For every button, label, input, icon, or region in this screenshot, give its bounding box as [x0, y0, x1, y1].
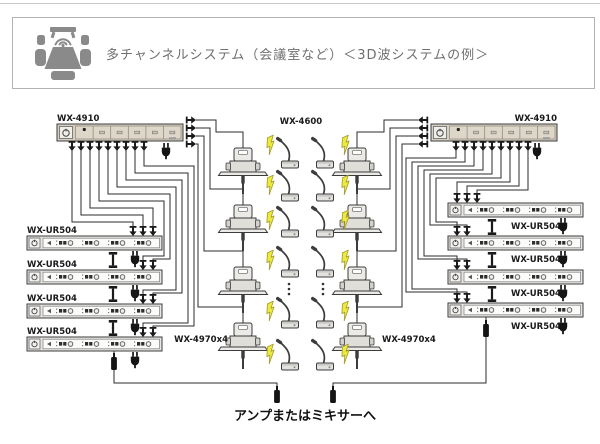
- cascade-connectors-left: [108, 252, 118, 336]
- cable: [417, 150, 475, 261]
- page-title: 多チャンネルシステム（会議室など）＜3D波システムの例＞: [106, 47, 490, 63]
- audio-plug-icon: [483, 320, 489, 337]
- audio-plug-icon: [274, 386, 280, 403]
- wireless-mic-icon: [276, 245, 301, 279]
- cable: [466, 150, 520, 194]
- power-plug-icon: [532, 143, 542, 160]
- lightning-bolt-icon: [337, 300, 356, 322]
- cable: [423, 150, 484, 261]
- cable: [356, 135, 418, 268]
- cable: [435, 150, 502, 227]
- wx-ur504-receiver-left-3: [26, 303, 163, 319]
- cable: [196, 135, 244, 268]
- receiver-cables-left: [71, 150, 195, 328]
- cable: [429, 150, 493, 227]
- audio-plug-icon: [330, 386, 336, 403]
- ceiling-antenna-icon: [218, 322, 268, 370]
- wireless-mic-icon: [311, 169, 336, 203]
- cable: [134, 150, 189, 328]
- cable: [356, 119, 418, 149]
- ceiling-antenna-icon: [332, 266, 382, 314]
- continuation-dots: [287, 282, 325, 296]
- lightning-bolt-icon: [262, 209, 281, 231]
- station-left-antenna-ports: [185, 116, 196, 148]
- wireless-mics-left-column: [276, 136, 301, 372]
- device-label: WX-UR504: [511, 289, 561, 299]
- cable: [143, 150, 195, 328]
- lightning-bolt-icon: [262, 174, 281, 196]
- output-destination-label: アンプまたはミキサーへ: [234, 409, 376, 424]
- wx-ur504-receiver-left-4: [26, 336, 163, 352]
- ceiling-antenna-icon: [332, 147, 382, 195]
- receiver-cables-right: [405, 150, 529, 294]
- antenna-group-label: WX-4970x4: [174, 335, 228, 345]
- wireless-mic-icon: [311, 245, 336, 279]
- wx-4910-station-left: [56, 123, 184, 142]
- wireless-mics-right-column: [311, 136, 336, 372]
- cascade-connectors-right: [487, 219, 497, 302]
- device-label: WX-UR504: [511, 322, 561, 332]
- cable: [98, 150, 165, 261]
- cable: [89, 150, 154, 227]
- wireless-mic-icon: [311, 296, 336, 330]
- mic-group-label: WX-4600: [280, 117, 323, 127]
- cable: [125, 150, 183, 295]
- cable: [476, 150, 529, 194]
- cable: [405, 150, 468, 294]
- ceiling-antenna-icon: [332, 322, 382, 370]
- ceiling-antenna-icon: [218, 204, 268, 252]
- wx-ur504-receiver-left-1: [26, 235, 163, 251]
- wireless-mic-icon: [311, 338, 336, 372]
- wireless-mic-icon: [276, 205, 301, 239]
- device-label: WX-4910: [57, 114, 100, 124]
- ceiling-antenna-icon: [332, 204, 382, 252]
- lightning-bolt-icon: [262, 300, 281, 322]
- cable: [356, 127, 418, 206]
- wireless-mic-icon: [311, 136, 336, 170]
- audio-output-cables: [113, 317, 487, 390]
- device-label: WX-UR504: [511, 255, 561, 265]
- wx-ur504-receiver-right-1: [447, 202, 584, 218]
- device-label: WX-UR504: [27, 327, 77, 337]
- wireless-mic-icon: [276, 169, 301, 203]
- wireless-mic-icon: [276, 136, 301, 170]
- top-divider: [0, 3, 600, 4]
- audio-plug-icon: [111, 353, 117, 370]
- cable: [71, 150, 134, 227]
- cable: [116, 150, 177, 295]
- device-label: WX-UR504: [27, 260, 77, 270]
- wx-ur504-receiver-left-2: [26, 269, 163, 285]
- device-label: WX-UR504: [27, 294, 77, 304]
- antenna-group-label: WX-4970x4: [382, 335, 436, 345]
- ceiling-antenna-icon: [218, 147, 268, 195]
- station-right-output-connectors: [452, 141, 532, 151]
- lightning-bolt-icon: [337, 174, 356, 196]
- device-label: WX-UR504: [27, 226, 77, 236]
- wireless-mic-icon: [311, 205, 336, 239]
- station-right-antenna-ports: [418, 116, 429, 148]
- cable: [107, 150, 171, 261]
- wireless-mic-icon: [276, 296, 301, 330]
- cable: [411, 150, 466, 294]
- cable: [80, 150, 144, 227]
- wireless-mic-icon: [276, 338, 301, 372]
- lightning-bolt-icon: [262, 249, 281, 271]
- wx-ur504-receiver-right-4: [447, 302, 584, 318]
- cable: [196, 127, 244, 206]
- cable: [196, 119, 244, 149]
- wx-ur504-receiver-right-3: [447, 269, 584, 285]
- device-label: WX-UR504: [511, 222, 561, 232]
- power-plug-icon: [161, 143, 171, 160]
- wx-ur504-receiver-right-2: [447, 235, 584, 251]
- conference-room-wireless-icon: [34, 26, 92, 80]
- device-label: WX-4910: [515, 114, 558, 124]
- station-left-output-connectors: [68, 141, 148, 151]
- header: 多チャンネルシステム（会議室など）＜3D波システムの例＞: [12, 17, 595, 89]
- wx-4910-station-right: [430, 123, 558, 142]
- ceiling-antenna-icon: [218, 266, 268, 314]
- cable: [456, 150, 511, 194]
